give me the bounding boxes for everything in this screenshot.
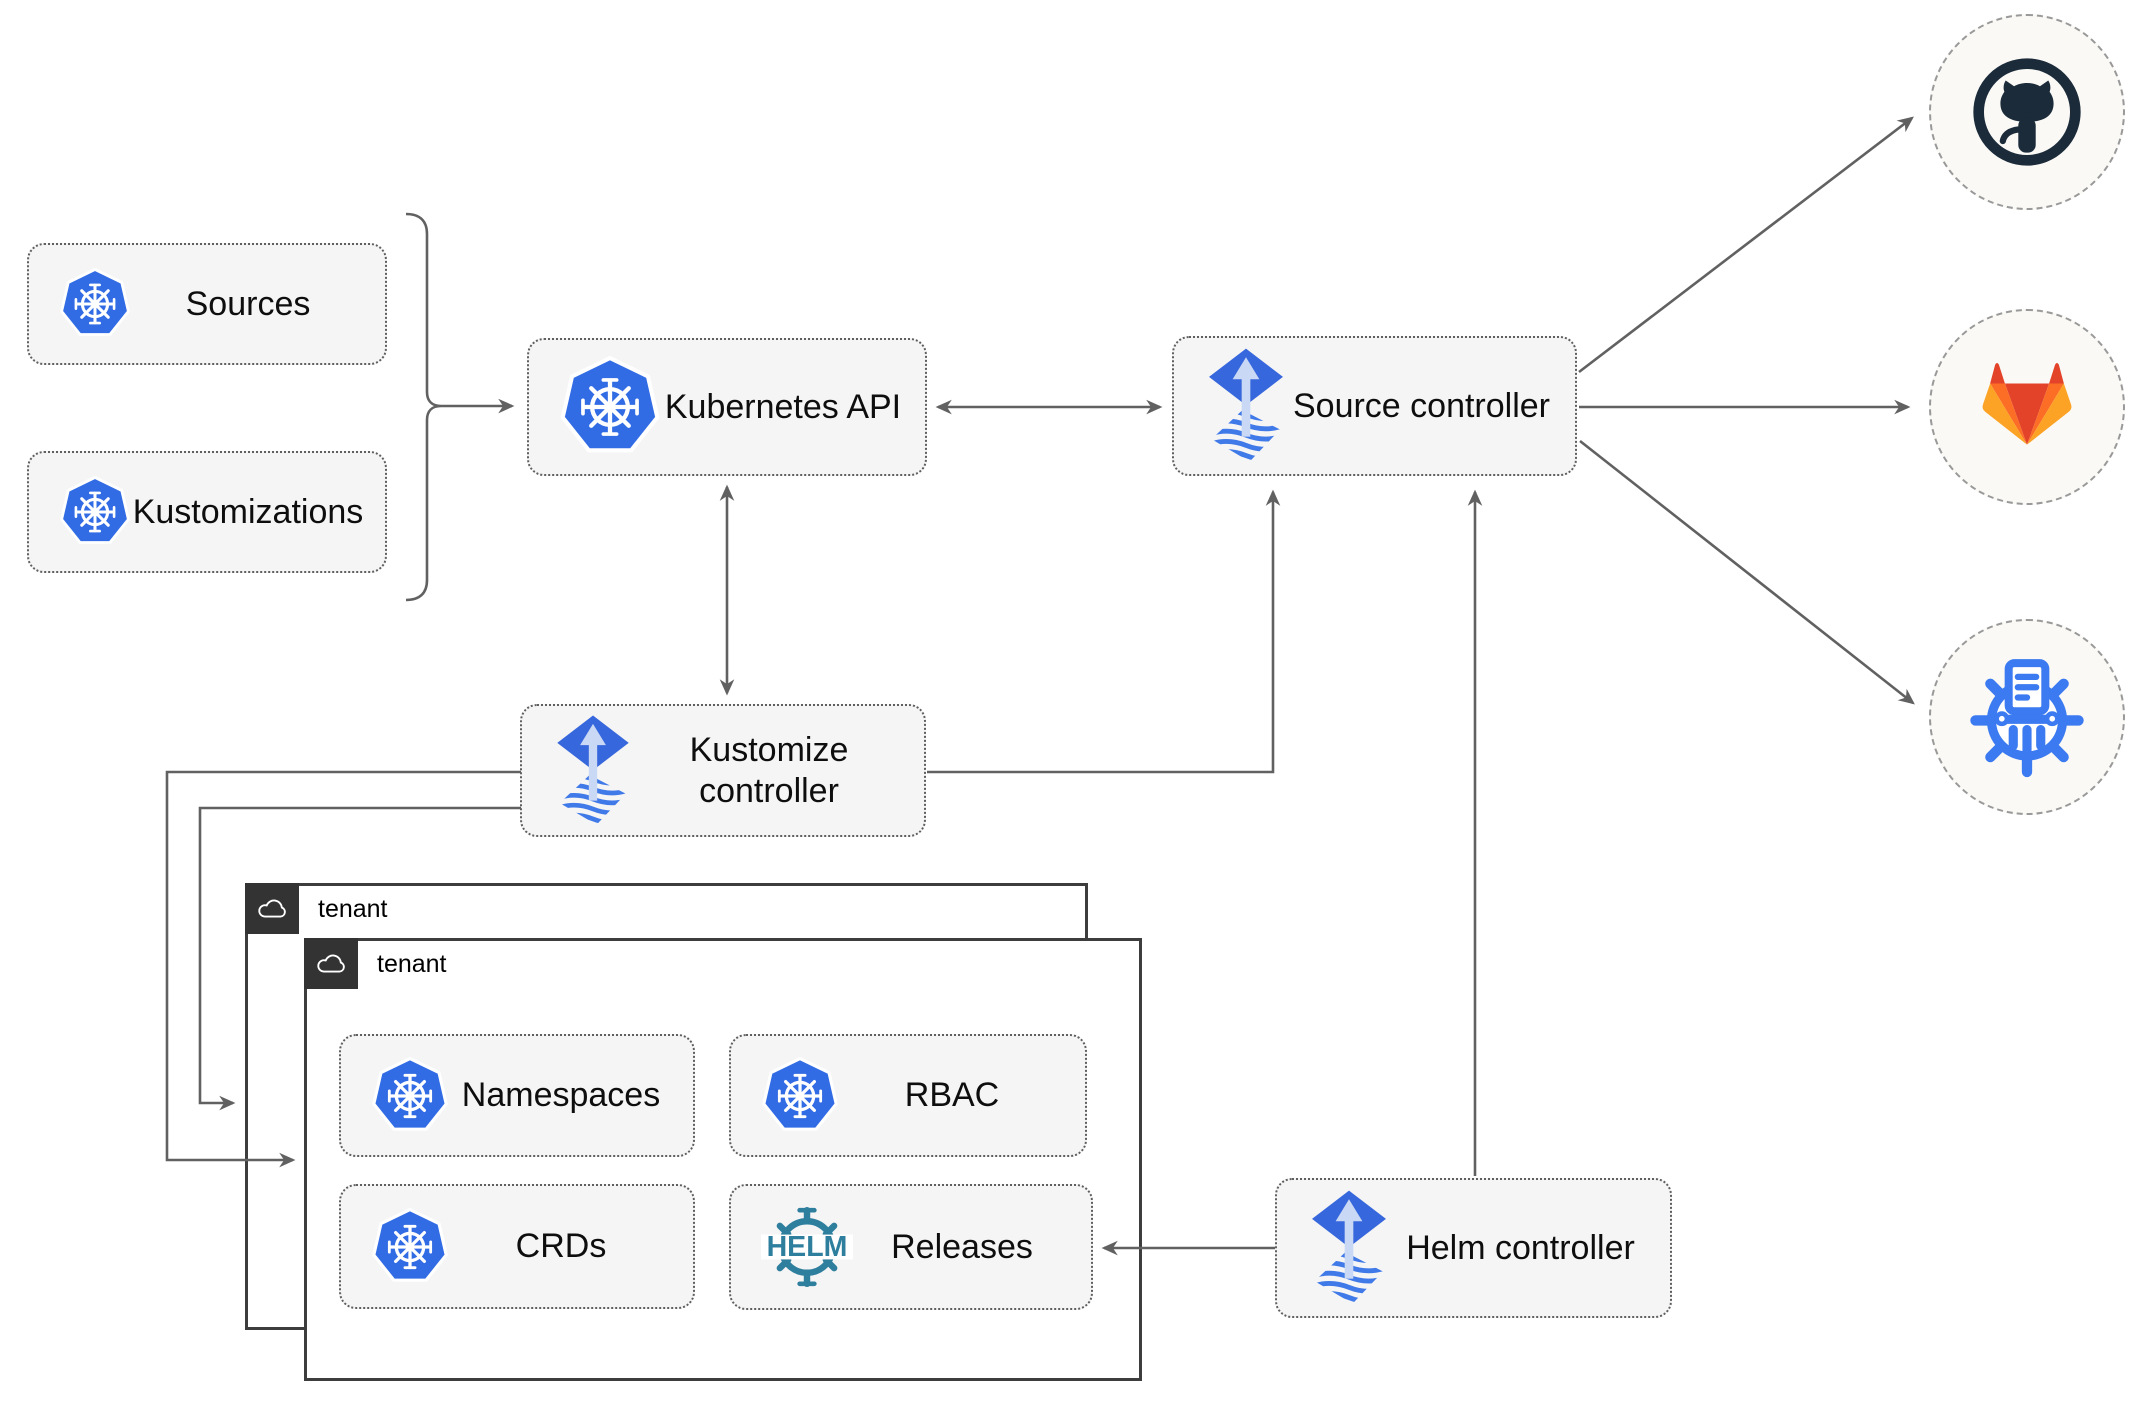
- flux-icon: [1307, 1189, 1391, 1307]
- kubernetes-icon: [59, 476, 131, 548]
- kubernetes-icon: [371, 1057, 449, 1135]
- kubernetes-icon: [761, 1057, 839, 1135]
- node-kustomize-controller: Kustomize controller: [520, 704, 926, 837]
- node-crds: CRDs: [339, 1184, 695, 1309]
- tenant-label: tenant: [377, 950, 447, 978]
- node-label: Kustomizations: [132, 492, 364, 531]
- flux-icon: [552, 714, 634, 828]
- node-namespaces: Namespaces: [339, 1034, 695, 1157]
- node-kustomizations: Kustomizations: [27, 451, 387, 573]
- helm-repository-icon: [1964, 654, 2090, 780]
- node-sources: Sources: [27, 243, 387, 365]
- cloud-icon: [314, 950, 348, 977]
- tenant-badge: [245, 883, 299, 934]
- cloud-icon: [255, 895, 289, 922]
- github-icon: [1969, 54, 2085, 170]
- node-label: Releases: [891, 1227, 1033, 1266]
- inner-tenant-group: tenant: [304, 938, 1142, 1381]
- node-label: Kustomize controller: [689, 730, 849, 810]
- external-gitlab: [1929, 309, 2125, 505]
- node-label: CRDs: [515, 1227, 607, 1266]
- edge-sourcectrl-github: [1578, 116, 1914, 374]
- edge-sourcectrl-helmrepo: [1579, 439, 1915, 705]
- helm-icon: HELM: [761, 1206, 853, 1288]
- node-label: Helm controller: [1406, 1228, 1635, 1267]
- external-helm-repository: [1929, 619, 2125, 815]
- node-source-controller: Source controller: [1172, 336, 1577, 476]
- node-releases: HELM Releases: [729, 1184, 1093, 1310]
- node-label: Sources: [185, 284, 311, 323]
- node-helm-controller: Helm controller: [1275, 1178, 1672, 1318]
- gitlab-icon: [1973, 359, 2081, 456]
- helm-wordmark: HELM: [767, 1231, 848, 1263]
- flux-icon: [1204, 347, 1288, 465]
- node-label: Source controller: [1292, 386, 1550, 425]
- external-github: [1929, 14, 2125, 210]
- tenant-label: tenant: [318, 895, 388, 923]
- tenant-badge: [304, 938, 358, 989]
- node-kubernetes-api: Kubernetes API: [527, 338, 927, 476]
- node-label: Kubernetes API: [664, 387, 902, 426]
- edge-kustomizectrl-sourcectrl: [927, 489, 1281, 774]
- node-label: RBAC: [904, 1076, 1000, 1115]
- kubernetes-icon: [59, 268, 131, 340]
- kubernetes-icon: [371, 1208, 449, 1286]
- brace-sources-group: [405, 212, 442, 602]
- kubernetes-icon: [559, 356, 661, 458]
- node-rbac: RBAC: [729, 1034, 1087, 1157]
- node-label: Namespaces: [461, 1076, 661, 1115]
